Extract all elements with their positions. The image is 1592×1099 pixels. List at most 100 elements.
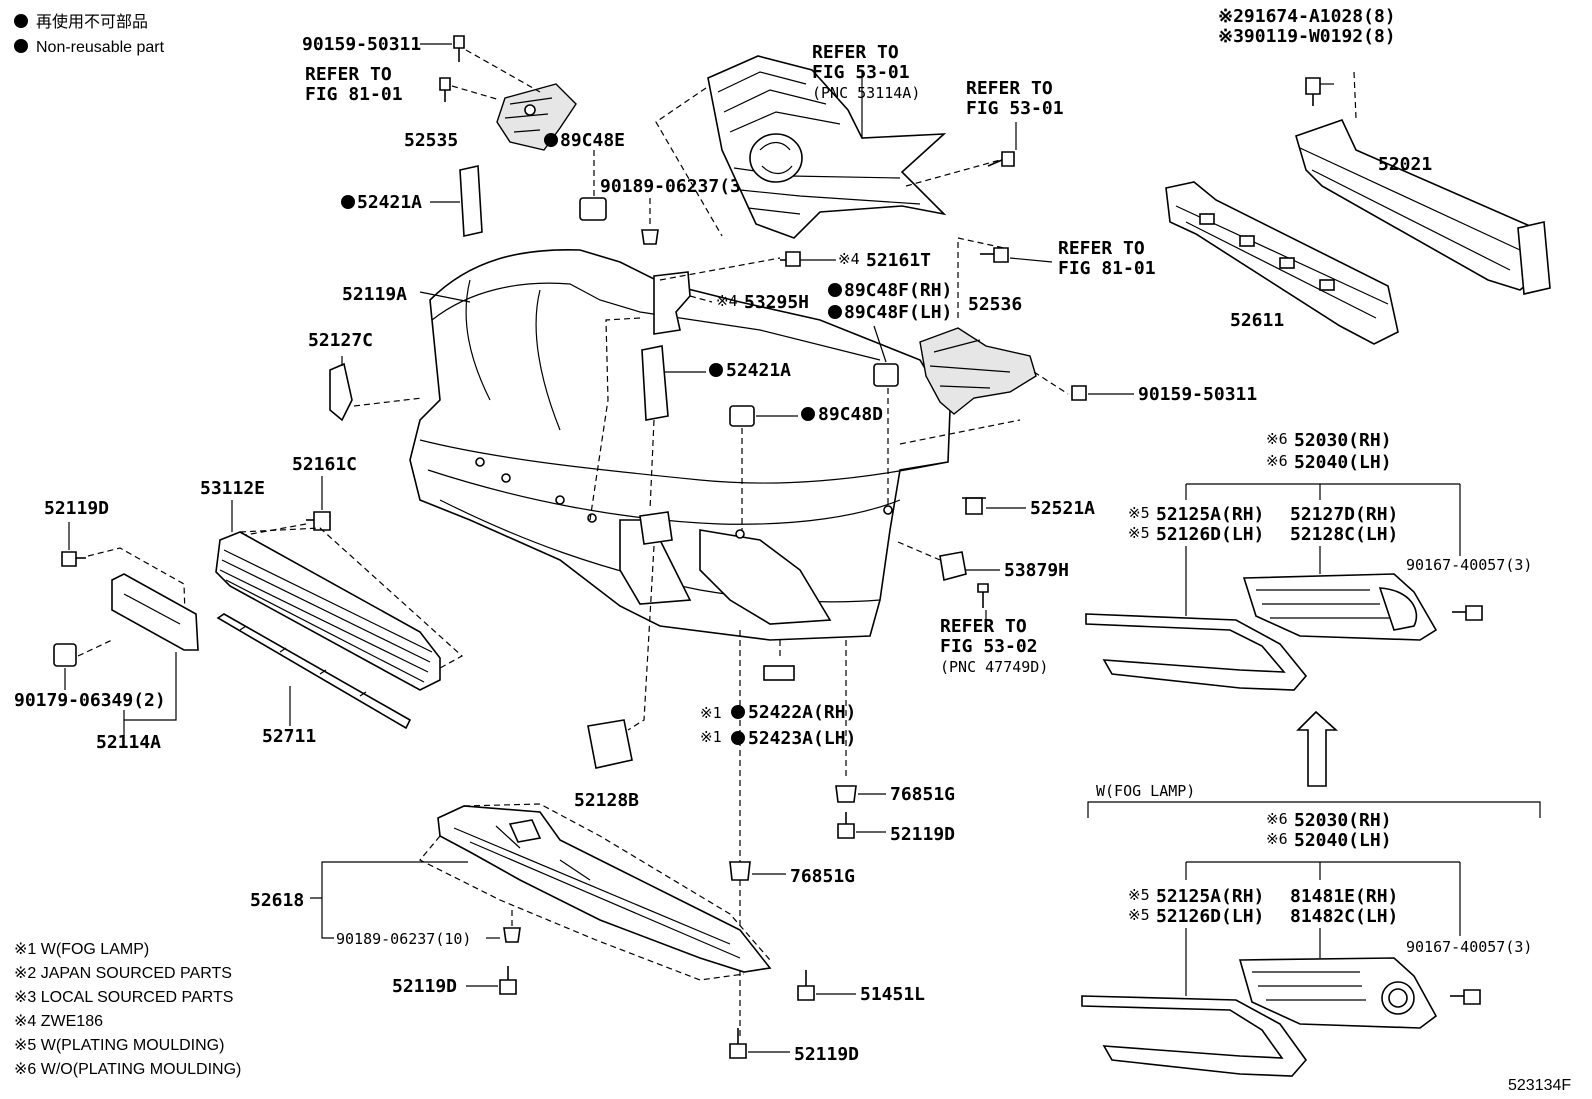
bracket-52536 xyxy=(919,327,1037,415)
part-89C48D: 89C48D xyxy=(818,404,883,425)
fog-cover-52127D xyxy=(1242,573,1438,641)
part-52125A-RH-b: 52125A(RH) xyxy=(1156,886,1264,907)
legend: 再使用不可部品 Non-reusable part xyxy=(14,13,165,56)
part-53295H: 53295H xyxy=(744,292,809,313)
part-52422A-RH: 52422A(RH) xyxy=(748,702,856,723)
footnote-4: ※4 ZWE186 xyxy=(14,1013,103,1030)
refer-fig81-right-line2: FIG 81-01 xyxy=(1058,258,1156,279)
bolt-icon xyxy=(1305,77,1321,106)
bolt-icon xyxy=(980,247,1009,263)
part-90159-50311-top: 90159-50311 xyxy=(302,34,421,55)
refer-fig81-line1: REFER TO xyxy=(305,64,392,85)
plating-moulding-52125A xyxy=(1085,613,1308,691)
refer-fig53-grille-line2: FIG 53-01 xyxy=(812,62,910,83)
legend-dot-icon xyxy=(14,39,28,53)
part-52119D-c: 52119D xyxy=(392,976,457,997)
refer-fig53-bolt-line2: FIG 53-01 xyxy=(966,98,1064,119)
note-390119: ※390119-W0192(8) xyxy=(1218,26,1396,47)
bolt-icon xyxy=(1452,605,1483,621)
nut-90179-icon xyxy=(53,643,77,667)
fog-lamp-cover-81481E xyxy=(1238,957,1438,1029)
pad-52422A xyxy=(763,665,795,681)
pad-52421A-lower xyxy=(641,345,669,421)
bolt-icon xyxy=(453,35,465,62)
part-89C48F-RH: 89C48F(RH) xyxy=(844,280,952,301)
refer-fig81-right-line1: REFER TO xyxy=(1058,238,1145,259)
refer-fig53-grille-pnc: (PNC 53114A) xyxy=(812,84,920,102)
non-reusable-dot-icon xyxy=(341,195,355,209)
part-52128B: 52128B xyxy=(574,790,639,811)
part-52119D-left: 52119D xyxy=(44,498,109,519)
part-52127D-RH: 52127D(RH) xyxy=(1290,504,1398,525)
note-x4-a: ※4 xyxy=(838,250,860,268)
bolt-icon xyxy=(797,970,815,1001)
part-52030-RH-b: 52030(RH) xyxy=(1294,810,1392,831)
part-52119D-d: 52119D xyxy=(794,1044,859,1065)
legend-en: Non-reusable part xyxy=(36,39,165,56)
bolt-icon xyxy=(987,151,1015,167)
non-reusable-dot-icon xyxy=(544,133,558,147)
note-x5-b1: ※5 xyxy=(1128,886,1150,904)
part-89C48E: 89C48E xyxy=(560,130,625,151)
part-52119A: 52119A xyxy=(342,284,407,305)
engine-under-cover-52618 xyxy=(437,805,772,973)
legend-dot-icon xyxy=(14,14,28,28)
license-plate-bracket-52114A xyxy=(111,573,199,651)
seal-53295H xyxy=(653,271,691,335)
note-x4-b: ※4 xyxy=(716,292,738,310)
retainer-53879H-icon xyxy=(939,551,967,582)
figure-code: 523134F xyxy=(1508,1077,1571,1094)
non-reusable-dot-icon xyxy=(828,305,842,319)
bolt-icon xyxy=(1450,989,1481,1005)
part-52421A-lower: 52421A xyxy=(726,360,791,381)
part-52030-RH-a: 52030(RH) xyxy=(1294,430,1392,451)
part-52535: 52535 xyxy=(404,130,458,151)
part-90179-06349-2: 90179-06349(2) xyxy=(14,690,166,711)
note-x6-b2: ※6 xyxy=(1266,830,1288,848)
note-x1-b: ※1 xyxy=(700,728,722,746)
clip-90189-icon xyxy=(641,229,659,245)
part-52126D-LH-b: 52126D(LH) xyxy=(1156,906,1264,927)
part-52161C: 52161C xyxy=(292,454,357,475)
part-90189-06237-3: 90189-06237(3) xyxy=(600,176,752,197)
bolt-icon xyxy=(837,812,855,839)
part-52421A-upper: 52421A xyxy=(357,192,422,213)
footnote-6: ※6 W/O(PLATING MOULDING) xyxy=(14,1061,241,1078)
refer-fig53-02-line2: FIG 53-02 xyxy=(940,636,1038,657)
part-52611: 52611 xyxy=(1230,310,1284,331)
footnotes: ※1 W(FOG LAMP) ※2 JAPAN SOURCED PARTS ※3… xyxy=(14,941,241,1078)
note-x6-a2: ※6 xyxy=(1266,452,1288,470)
part-52127C: 52127C xyxy=(308,330,373,351)
note-x5-a1: ※5 xyxy=(1128,504,1150,522)
bolt-icon xyxy=(729,1028,747,1059)
part-52618: 52618 xyxy=(250,890,304,911)
part-52040-LH-b: 52040(LH) xyxy=(1294,830,1392,851)
clip-76851G-icon xyxy=(835,785,857,803)
lower-grille-53112E xyxy=(215,531,441,691)
note-291674: ※291674-A1028(8) xyxy=(1218,6,1396,27)
bolt-icon xyxy=(1071,385,1087,401)
part-52125A-RH-a: 52125A(RH) xyxy=(1156,504,1264,525)
retainer-52521A-icon xyxy=(962,497,986,515)
radiator-grille xyxy=(707,55,947,239)
part-51451L: 51451L xyxy=(860,984,925,1005)
note-x6-b1: ※6 xyxy=(1266,810,1288,828)
moulding-52711 xyxy=(216,613,412,730)
refer-fig53-bolt-line1: REFER TO xyxy=(966,78,1053,99)
non-reusable-dot-icon xyxy=(731,731,745,745)
bolt-icon xyxy=(439,77,451,102)
plating-moulding-52125A-fog xyxy=(1081,995,1308,1077)
clip-89C48F-icon xyxy=(873,363,899,387)
cover-52128B xyxy=(587,719,633,769)
part-76851G-a: 76851G xyxy=(890,784,955,805)
part-90167-40057-b: 90167-40057(3) xyxy=(1406,938,1532,956)
part-53112E: 53112E xyxy=(200,478,265,499)
bolt-icon xyxy=(61,551,86,567)
note-x5-b2: ※5 xyxy=(1128,906,1150,924)
note-x6-a1: ※6 xyxy=(1266,430,1288,448)
footnote-3: ※3 LOCAL SOURCED PARTS xyxy=(14,989,233,1006)
part-52711: 52711 xyxy=(262,726,316,747)
footnote-1: ※1 W(FOG LAMP) xyxy=(14,941,149,958)
part-89C48F-LH: 89C48F(LH) xyxy=(844,302,952,323)
